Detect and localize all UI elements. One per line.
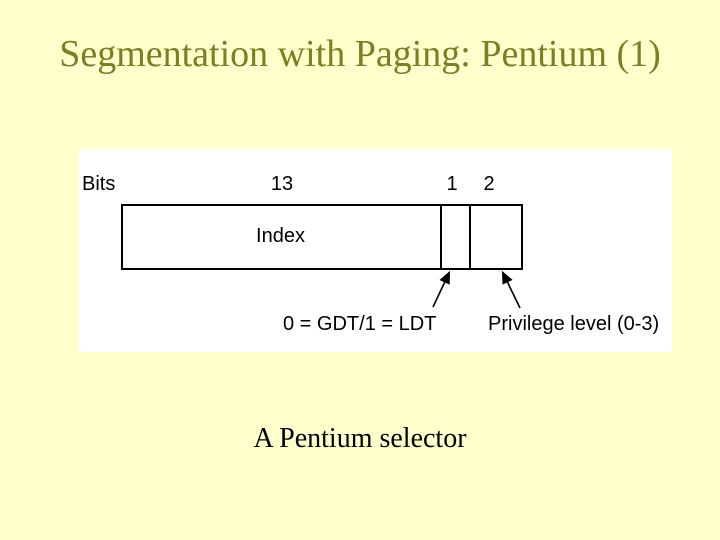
selector-diagram-panel: Bits 13 1 2 Index 0 = GDT/1 = LDT Privil… [79,149,672,352]
bitcount-privilege: 2 [483,173,495,195]
gdt-ldt-annotation: 0 = GDT/1 = LDT [283,313,437,335]
bits-label: Bits [82,173,116,195]
gdt-ldt-arrow-icon [432,270,451,308]
field-divider-index-gdt [440,204,442,270]
index-field-label: Index [256,225,305,247]
slide-caption: A Pentium selector [253,423,467,454]
bitcount-index: 13 [270,173,294,195]
privilege-arrow-icon [501,270,521,309]
slide-title: Segmentation with Paging: Pentium (1) [59,33,661,75]
privilege-level-annotation: Privilege level (0-3) [488,313,660,335]
selector-register-box [121,204,523,270]
field-divider-gdt-privilege [469,204,471,270]
bitcount-gdt-ldt: 1 [446,173,458,195]
